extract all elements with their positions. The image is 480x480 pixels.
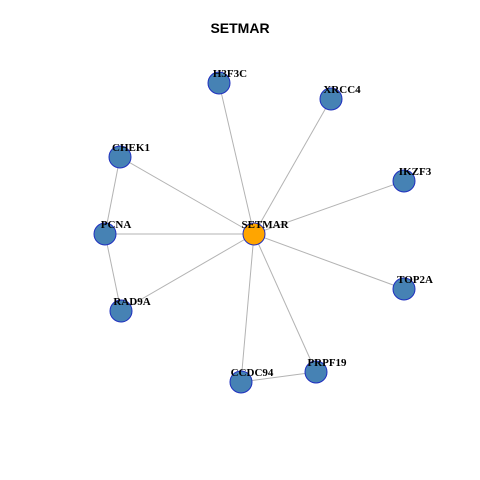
edge-chek1-pcna xyxy=(104,156,121,235)
node-circle-chek1[interactable] xyxy=(108,145,132,169)
node-chek1[interactable]: CHEK1 xyxy=(108,142,150,169)
edge-setmar-ccdc94 xyxy=(240,233,255,383)
node-ccdc94[interactable]: CCDC94 xyxy=(229,367,274,394)
edge-setmar-xrcc4 xyxy=(253,98,332,235)
edge-setmar-rad9a xyxy=(120,233,255,312)
edge-ccdc94-prpf19 xyxy=(240,371,317,383)
node-top2a[interactable]: TOP2A xyxy=(392,274,433,301)
node-label-h3f3c: H3F3C xyxy=(213,68,247,80)
edge-setmar-top2a xyxy=(253,233,405,290)
node-circle-ccdc94[interactable] xyxy=(229,370,253,394)
node-circle-top2a[interactable] xyxy=(392,277,416,301)
node-circle-ikzf3[interactable] xyxy=(392,169,416,193)
node-pcna[interactable]: PCNA xyxy=(93,219,132,246)
graph-title: SETMAR xyxy=(210,20,270,36)
node-circle-xrcc4[interactable] xyxy=(319,87,343,111)
node-circle-prpf19[interactable] xyxy=(304,360,328,384)
node-circle-h3f3c[interactable] xyxy=(207,71,231,95)
node-circle-setmar[interactable] xyxy=(242,222,266,246)
edge-setmar-prpf19 xyxy=(253,233,317,373)
node-circle-rad9a[interactable] xyxy=(109,299,133,323)
node-label-chek1: CHEK1 xyxy=(112,142,150,154)
node-setmar[interactable]: SETMAR xyxy=(241,219,290,246)
node-label-top2a: TOP2A xyxy=(397,274,433,286)
node-xrcc4[interactable]: XRCC4 xyxy=(319,84,361,111)
node-ikzf3[interactable]: IKZF3 xyxy=(392,166,432,193)
node-label-prpf19: PRPF19 xyxy=(307,357,347,369)
edge-setmar-chek1 xyxy=(119,156,255,235)
node-label-ikzf3: IKZF3 xyxy=(399,166,432,178)
edge-pcna-rad9a xyxy=(104,233,122,312)
node-prpf19[interactable]: PRPF19 xyxy=(304,357,347,384)
node-label-rad9a: RAD9A xyxy=(113,296,150,308)
node-label-xrcc4: XRCC4 xyxy=(323,84,361,96)
node-label-ccdc94: CCDC94 xyxy=(231,367,274,379)
edge-setmar-h3f3c xyxy=(218,82,255,235)
node-rad9a[interactable]: RAD9A xyxy=(109,296,151,323)
node-circle-pcna[interactable] xyxy=(93,222,117,246)
edge-layer xyxy=(104,82,405,383)
node-h3f3c[interactable]: H3F3C xyxy=(207,68,247,95)
edge-setmar-ikzf3 xyxy=(253,180,405,235)
node-label-pcna: PCNA xyxy=(101,219,132,231)
node-label-setmar: SETMAR xyxy=(241,219,289,231)
